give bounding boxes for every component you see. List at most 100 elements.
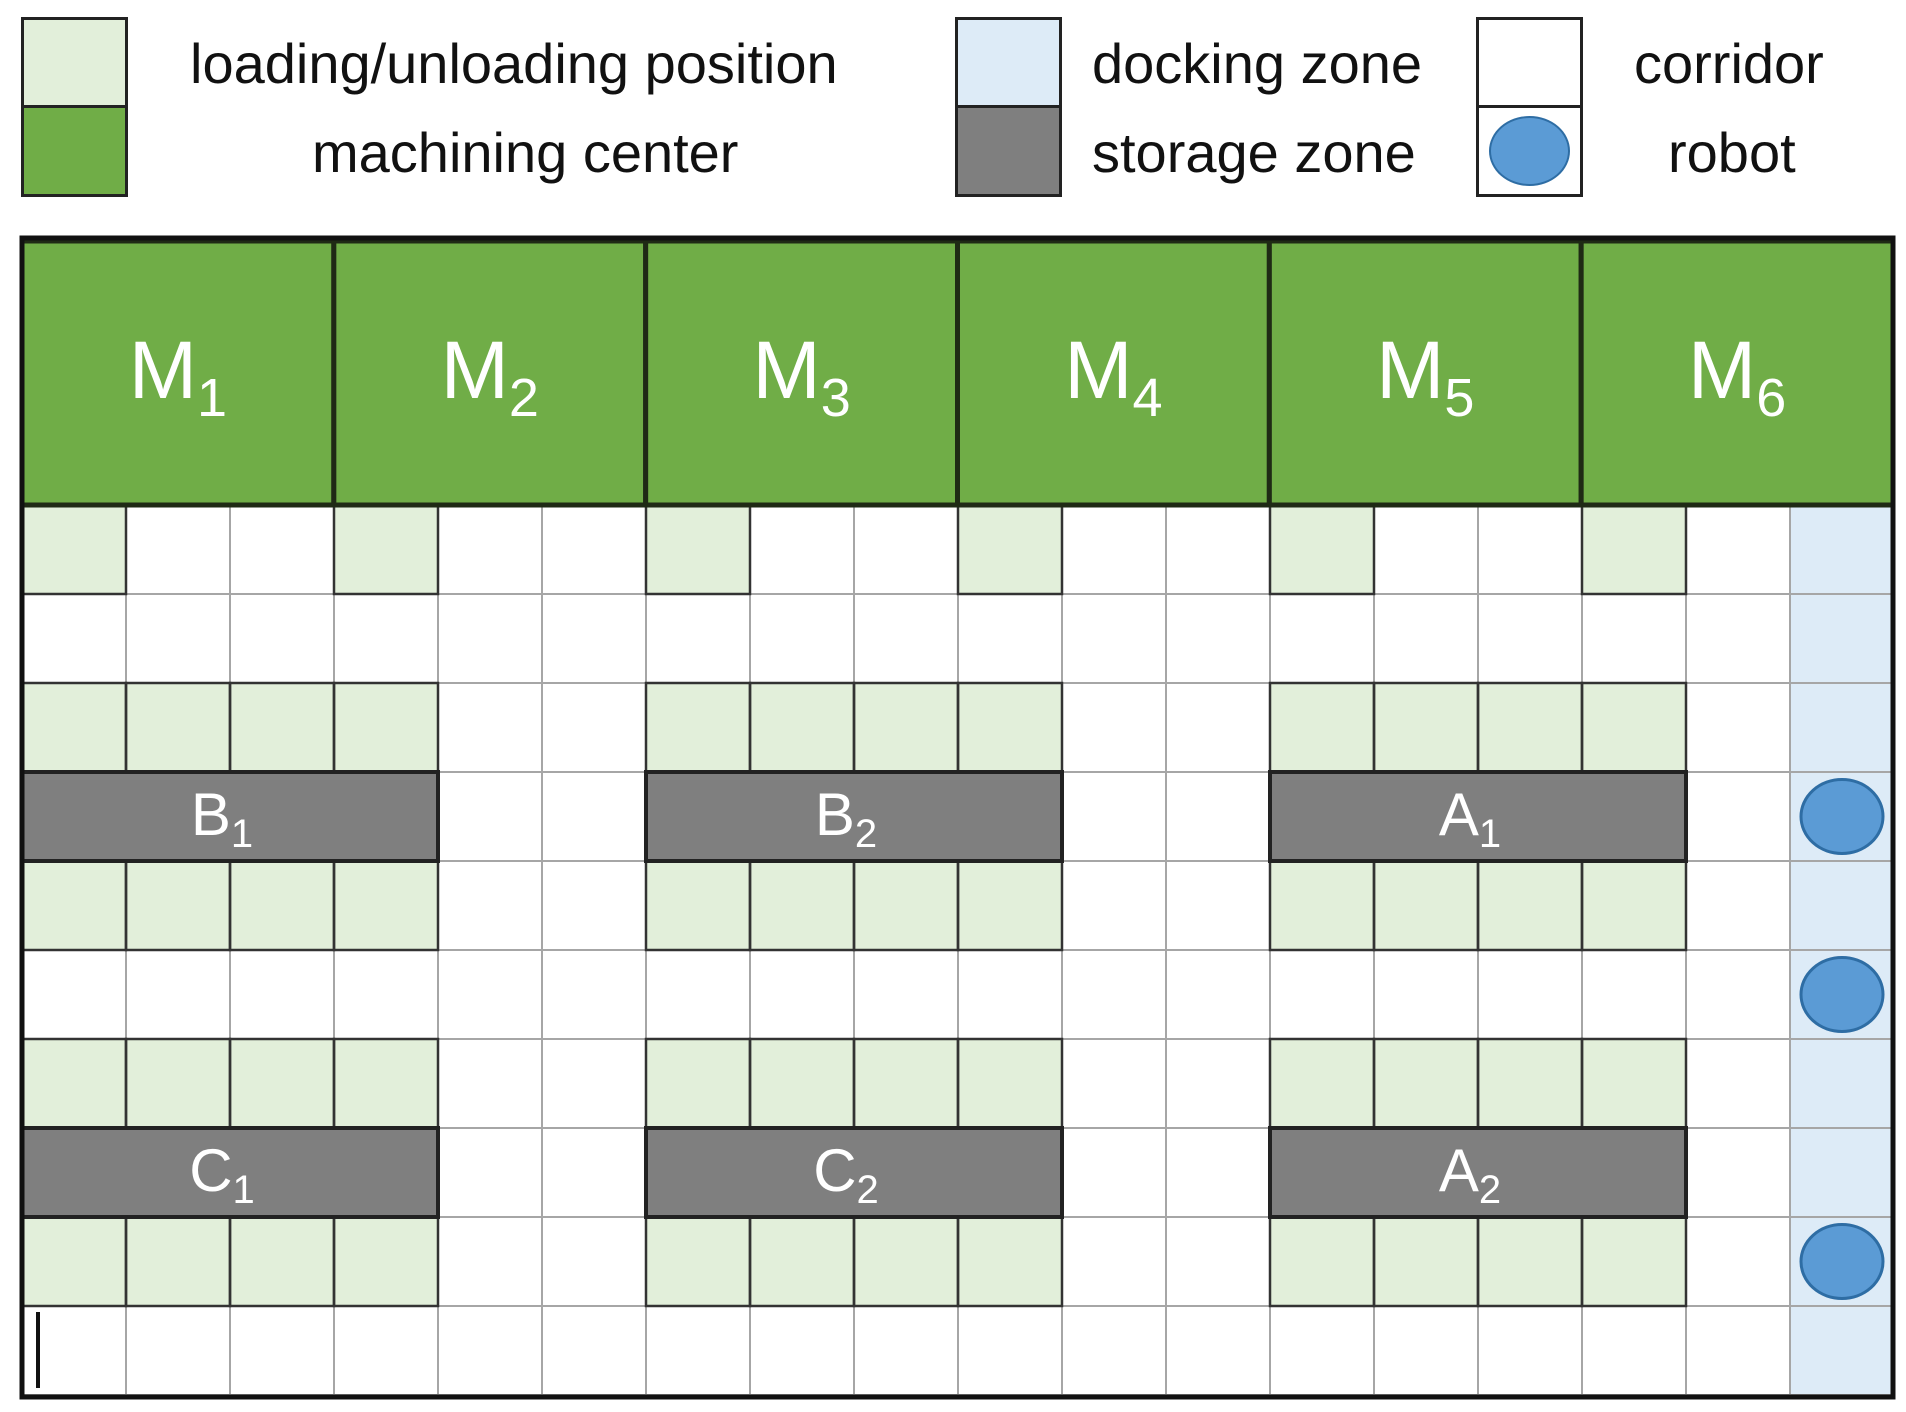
corridor-cell-r7-c11 — [1061, 1038, 1167, 1129]
corridor-cell-r1-c2 — [125, 504, 231, 595]
corridor-cell-r6-c9 — [853, 949, 959, 1040]
loading-cell-r3-c16 — [1581, 682, 1687, 773]
docking-cell-r1-c18 — [1789, 504, 1895, 595]
legend-swatch-machining — [21, 105, 128, 197]
loading-cell-r7-c7 — [645, 1038, 751, 1129]
machining-center-M3 — [643, 238, 961, 508]
corridor-cell-r6-c14 — [1373, 949, 1479, 1040]
corridor-cell-r3-c17 — [1685, 682, 1791, 773]
corridor-cell-r1-c11 — [1061, 504, 1167, 595]
corridor-cell-r7-c6 — [541, 1038, 647, 1129]
machining-center-M4 — [955, 238, 1272, 508]
legend-swatch-storage — [955, 105, 1062, 197]
corridor-cell-r2-c17 — [1685, 593, 1791, 684]
docking-cell-r3-c18 — [1789, 682, 1895, 773]
loading-cell-r3-c4 — [333, 682, 439, 773]
corridor-cell-r5-c17 — [1685, 860, 1791, 951]
docking-cell-r8-c18 — [1789, 1127, 1895, 1218]
corridor-cell-r6-c12 — [1165, 949, 1271, 1040]
corridor-cell-r6-c6 — [541, 949, 647, 1040]
storage-zone-C2 — [644, 1126, 1064, 1219]
corridor-cell-r10-c17 — [1685, 1305, 1791, 1396]
corridor-cell-r7-c5 — [437, 1038, 543, 1129]
loading-cell-r9-c7 — [645, 1216, 751, 1307]
loading-cell-r9-c2 — [125, 1216, 231, 1307]
storage-label: A1 — [1439, 781, 1501, 856]
machine-label: M1 — [129, 325, 227, 428]
storage-zone-A1 — [1268, 770, 1688, 863]
grid-cells — [20, 503, 1895, 1396]
corridor-cell-r2-c16 — [1581, 593, 1687, 684]
loading-cell-r7-c1 — [21, 1038, 127, 1129]
loading-cell-r3-c10 — [957, 682, 1063, 773]
corridor-cell-r2-c2 — [125, 593, 231, 684]
corridor-cell-r10-c16 — [1581, 1305, 1687, 1396]
loading-cell-r1-c13 — [1269, 504, 1375, 595]
machining-center-M5 — [1266, 238, 1584, 508]
corridor-cell-r10-c9 — [853, 1305, 959, 1396]
legend-label-storage: storage zone — [1092, 121, 1416, 184]
loading-cell-r9-c15 — [1477, 1216, 1583, 1307]
loading-cell-r9-c13 — [1269, 1216, 1375, 1307]
loading-cell-r7-c2 — [125, 1038, 231, 1129]
loading-cell-r7-c10 — [957, 1038, 1063, 1129]
corridor-cell-r7-c12 — [1165, 1038, 1271, 1129]
corridor-cell-r8-c5 — [437, 1127, 543, 1218]
loading-cell-r5-c15 — [1477, 860, 1583, 951]
loading-cell-r5-c1 — [21, 860, 127, 951]
corridor-cell-r7-c17 — [1685, 1038, 1791, 1129]
loading-cell-r1-c7 — [645, 504, 751, 595]
loading-cell-r5-c16 — [1581, 860, 1687, 951]
legend-label-robot: robot — [1668, 121, 1796, 184]
corridor-cell-r10-c12 — [1165, 1305, 1271, 1396]
corridor-cell-r1-c5 — [437, 504, 543, 595]
loading-cell-r9-c3 — [229, 1216, 335, 1307]
robot-icon — [1799, 1223, 1885, 1300]
loading-cell-r1-c4 — [333, 504, 439, 595]
loading-cell-r1-c1 — [21, 504, 127, 595]
corridor-cell-r10-c15 — [1477, 1305, 1583, 1396]
layout-outer-border — [19, 235, 1896, 1400]
robot-icon — [1799, 778, 1885, 855]
docking-cell-r5-c18 — [1789, 860, 1895, 951]
corridor-cell-r6-c8 — [749, 949, 855, 1040]
docking-cell-r10-c18 — [1789, 1305, 1895, 1396]
corridor-cell-r4-c11 — [1061, 771, 1167, 862]
corridor-cell-r1-c8 — [749, 504, 855, 595]
corridor-cell-r4-c5 — [437, 771, 543, 862]
robot-icon — [1799, 956, 1885, 1033]
loading-cell-r7-c15 — [1477, 1038, 1583, 1129]
legend-swatch-loading — [21, 17, 128, 108]
corridor-cell-r3-c5 — [437, 682, 543, 773]
corridor-cell-r6-c10 — [957, 949, 1063, 1040]
corridor-cell-r5-c11 — [1061, 860, 1167, 951]
machine-label: M3 — [752, 325, 850, 428]
corridor-cell-r10-c3 — [229, 1305, 335, 1396]
loading-cell-r7-c14 — [1373, 1038, 1479, 1129]
corridor-cell-r2-c5 — [437, 593, 543, 684]
corridor-cell-r5-c6 — [541, 860, 647, 951]
machining-center-M6 — [1578, 238, 1896, 508]
loading-cell-r5-c10 — [957, 860, 1063, 951]
corridor-cell-r8-c17 — [1685, 1127, 1791, 1218]
corridor-cell-r8-c11 — [1061, 1127, 1167, 1218]
loading-cell-r1-c10 — [957, 504, 1063, 595]
corridor-cell-r10-c11 — [1061, 1305, 1167, 1396]
corridor-cell-r9-c12 — [1165, 1216, 1271, 1307]
storage-label: C1 — [189, 1137, 255, 1212]
docking-cell-r7-c18 — [1789, 1038, 1895, 1129]
corridor-cell-r6-c5 — [437, 949, 543, 1040]
loading-cell-r9-c8 — [749, 1216, 855, 1307]
corridor-cell-r2-c15 — [1477, 593, 1583, 684]
corridor-cell-r10-c4 — [333, 1305, 439, 1396]
corridor-cell-r10-c7 — [645, 1305, 751, 1396]
loading-cell-r3-c1 — [21, 682, 127, 773]
loading-cell-r7-c3 — [229, 1038, 335, 1129]
corridor-cell-r9-c11 — [1061, 1216, 1167, 1307]
storage-label: A2 — [1439, 1137, 1501, 1212]
docking-cell-r2-c18 — [1789, 593, 1895, 684]
corridor-cell-r10-c6 — [541, 1305, 647, 1396]
corridor-cell-r1-c6 — [541, 504, 647, 595]
corridor-cell-r10-c8 — [749, 1305, 855, 1396]
